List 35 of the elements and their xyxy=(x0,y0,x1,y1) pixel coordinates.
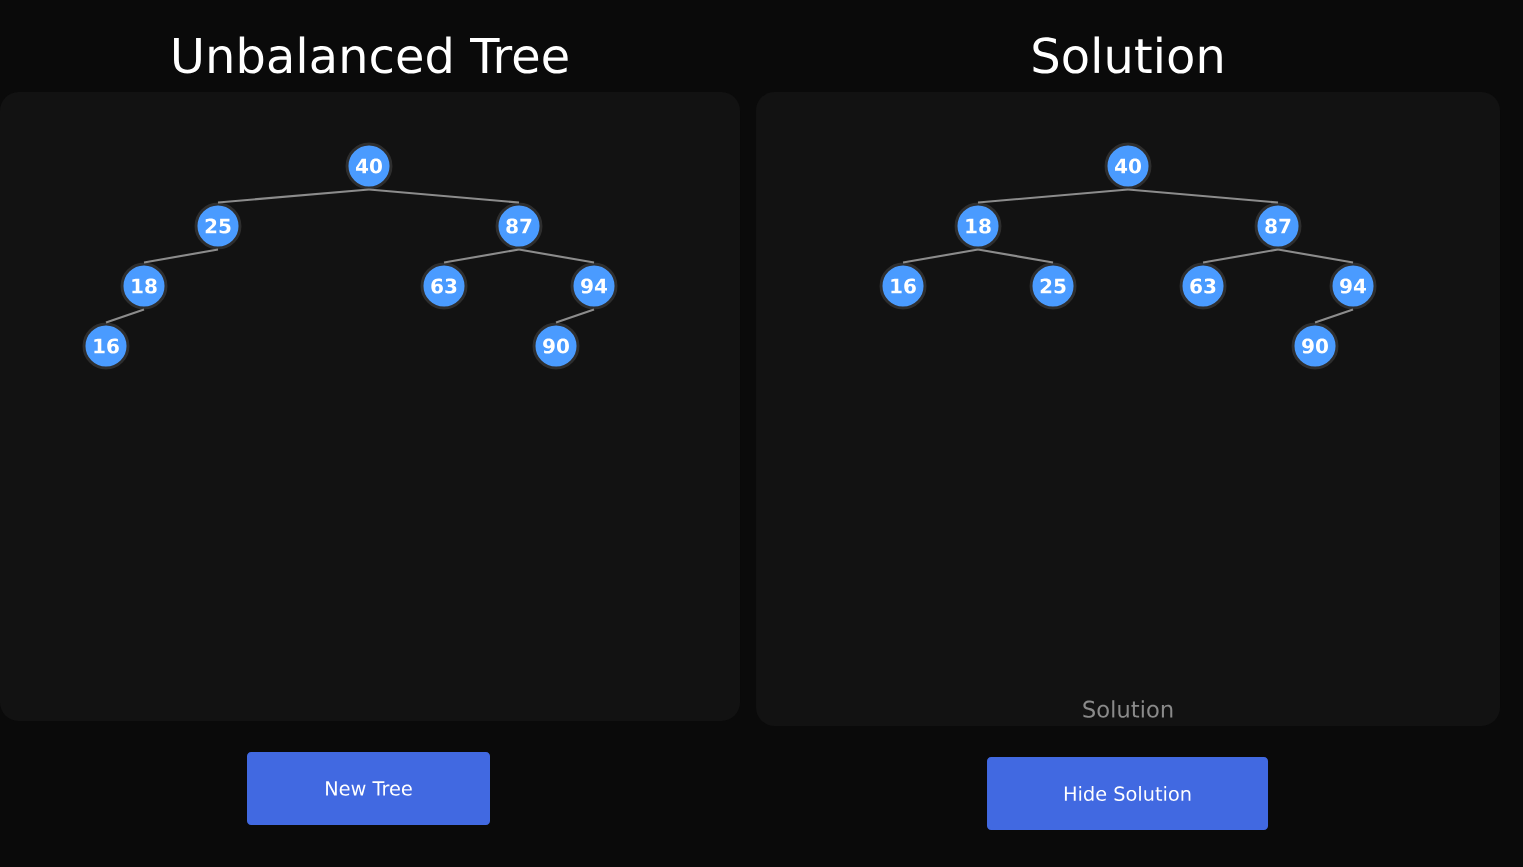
tree-edge xyxy=(143,248,219,264)
tree-node: 16 xyxy=(82,322,130,370)
tree-node: 94 xyxy=(570,262,618,310)
tree-edge xyxy=(1127,188,1279,204)
tree-edge xyxy=(105,308,145,324)
panel-caption: Solution xyxy=(1083,700,1173,718)
tree-node: 94 xyxy=(1329,262,1377,310)
tree-node: 87 xyxy=(1254,202,1302,250)
tree-edge xyxy=(518,248,595,264)
button: New Tree xyxy=(247,752,490,825)
tree-edge xyxy=(368,188,520,204)
panel-heading: Solution xyxy=(1033,36,1222,74)
tree-node: 87 xyxy=(495,202,543,250)
tree-node: 40 xyxy=(1104,142,1152,190)
tree-node: 63 xyxy=(1179,262,1227,310)
panel-heading: Unbalanced Tree xyxy=(174,36,568,74)
tree-node: 16 xyxy=(879,262,927,310)
button: Hide Solution xyxy=(987,757,1268,830)
tree-edge xyxy=(1277,248,1354,264)
tree-edge xyxy=(977,248,1054,264)
tree-node: 90 xyxy=(1291,322,1339,370)
tree-node: 90 xyxy=(532,322,580,370)
tree-edge xyxy=(1314,308,1354,324)
tree-edge xyxy=(555,308,595,324)
tree-edge xyxy=(443,248,520,264)
tree-node: 25 xyxy=(1029,262,1077,310)
tree-edge xyxy=(902,248,979,264)
tree-node: 18 xyxy=(120,262,168,310)
tree-node: 40 xyxy=(345,142,393,190)
tree-node: 63 xyxy=(420,262,468,310)
tree-node: 25 xyxy=(194,202,242,250)
tree-edge xyxy=(977,188,1129,204)
tree-edge xyxy=(1202,248,1279,264)
tree-node: 18 xyxy=(954,202,1002,250)
tree-edge xyxy=(217,188,370,204)
